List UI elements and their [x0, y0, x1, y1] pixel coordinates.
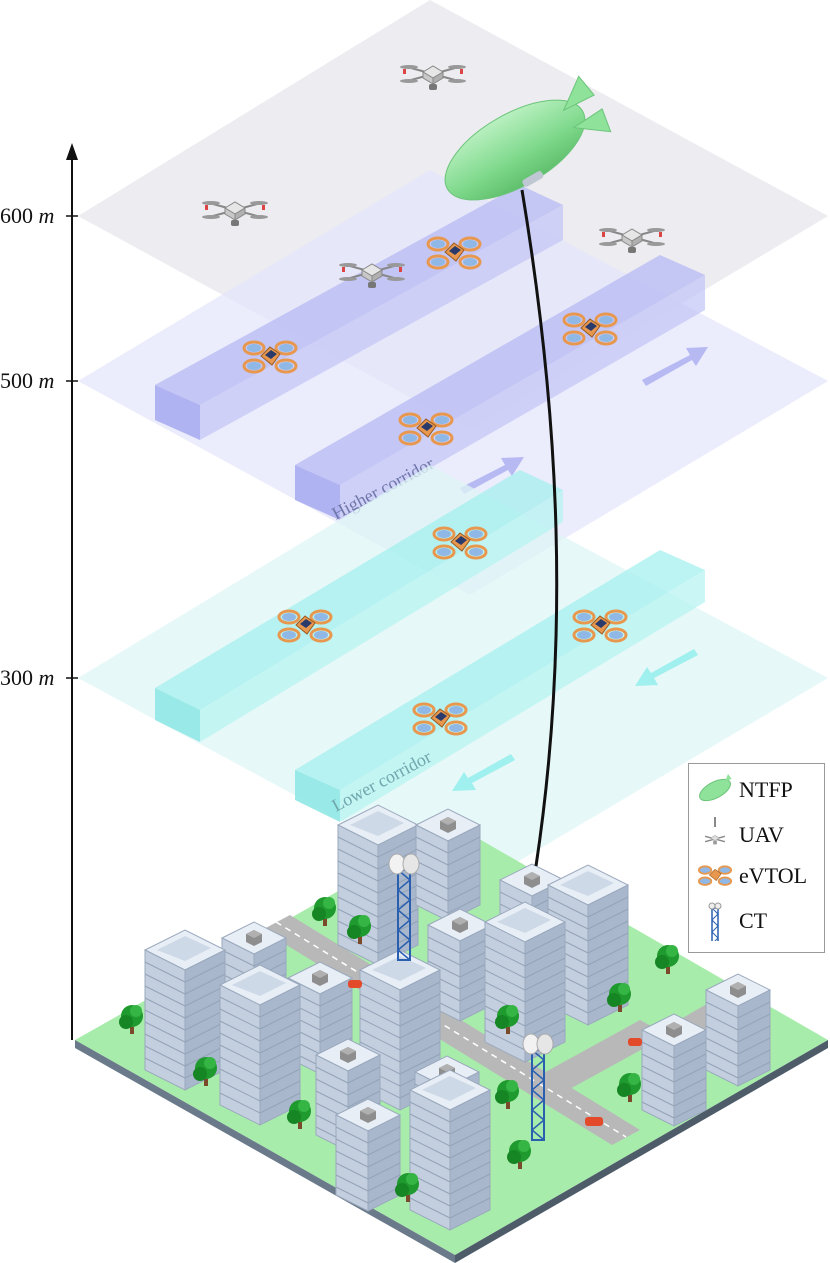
legend-item-ntfp: NTFP — [689, 770, 824, 810]
lower-corridor-layer: Lower corridor — [78, 465, 828, 890]
legend-item-uav: UAV — [689, 815, 824, 855]
legend: NTFP UAV eVTOL — [688, 763, 825, 953]
ntfp-airship — [444, 75, 612, 201]
legend-item-evtol: eVTOL — [689, 856, 824, 896]
tick-500: 500 m — [0, 368, 54, 393]
tick-300: 300 m — [0, 665, 54, 690]
city-buildings — [144, 804, 771, 1231]
cell-tower-icon — [708, 902, 722, 941]
legend-item-ct: CT — [689, 901, 824, 941]
drone-icon — [704, 817, 726, 845]
tick-600: 600 m — [0, 203, 54, 228]
airship-icon — [699, 774, 732, 802]
ntfp-tether — [520, 189, 559, 867]
evtol-icon — [697, 865, 733, 886]
altitude-axis: 600 m 500 m 300 m — [0, 143, 78, 1040]
cars — [348, 980, 642, 1126]
